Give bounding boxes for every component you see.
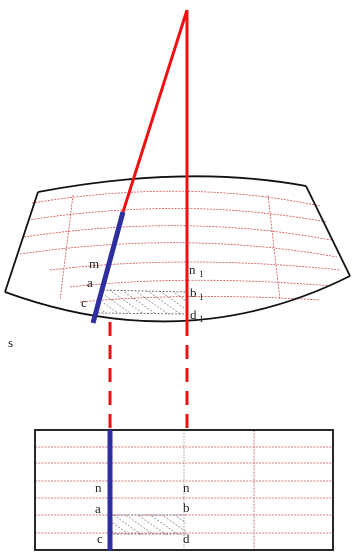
curved-thick-meridian — [90, 211, 126, 324]
flat-outline — [34, 429, 334, 551]
grid-arc-1 — [31, 190, 321, 207]
curved-bottom-arc — [4, 275, 351, 323]
label-m: m — [89, 256, 99, 271]
curved-outline — [4, 175, 351, 323]
flat-hatched-cell — [112, 515, 186, 535]
stray-mark: s — [8, 335, 13, 350]
projection-rays — [108, 9, 189, 430]
curved-top-arc — [37, 175, 307, 193]
grid-meridian-left — [59, 194, 74, 301]
label-n1-subscript: 1 — [199, 269, 204, 279]
grid-meridian-right — [267, 194, 281, 301]
grid-arc-6 — [69, 279, 333, 288]
label-b1: b — [190, 285, 197, 300]
label-a: a — [87, 275, 93, 290]
curved-right-edge — [305, 185, 351, 277]
flat-label-n-right: n — [183, 480, 190, 495]
grid-arc-2 — [27, 208, 327, 223]
label-n1: n — [189, 262, 196, 277]
flat-label-a: a — [95, 501, 101, 516]
label-d1-subscript: 1 — [199, 314, 204, 324]
label-c: c — [81, 295, 87, 310]
flat-label-b: b — [183, 500, 190, 515]
label-d1: d — [190, 307, 197, 322]
flat-map-panel: n a c n b d — [34, 429, 334, 551]
curved-left-edge — [4, 191, 39, 293]
flat-label-n-left: n — [95, 480, 102, 495]
grid-arc-5 — [49, 261, 341, 271]
curved-hatched-cell — [100, 290, 186, 314]
curved-line-cd — [97, 312, 187, 315]
curved-grid-lines — [19, 190, 341, 303]
curved-map-panel: m a c n 1 b 1 d 1 — [4, 175, 351, 324]
ray-slanted — [121, 9, 189, 213]
label-b1-subscript: 1 — [199, 292, 204, 302]
flat-label-c: c — [97, 531, 103, 546]
grid-arc-4 — [19, 242, 338, 258]
flat-label-d: d — [183, 531, 190, 546]
grid-arc-3 — [23, 225, 332, 241]
